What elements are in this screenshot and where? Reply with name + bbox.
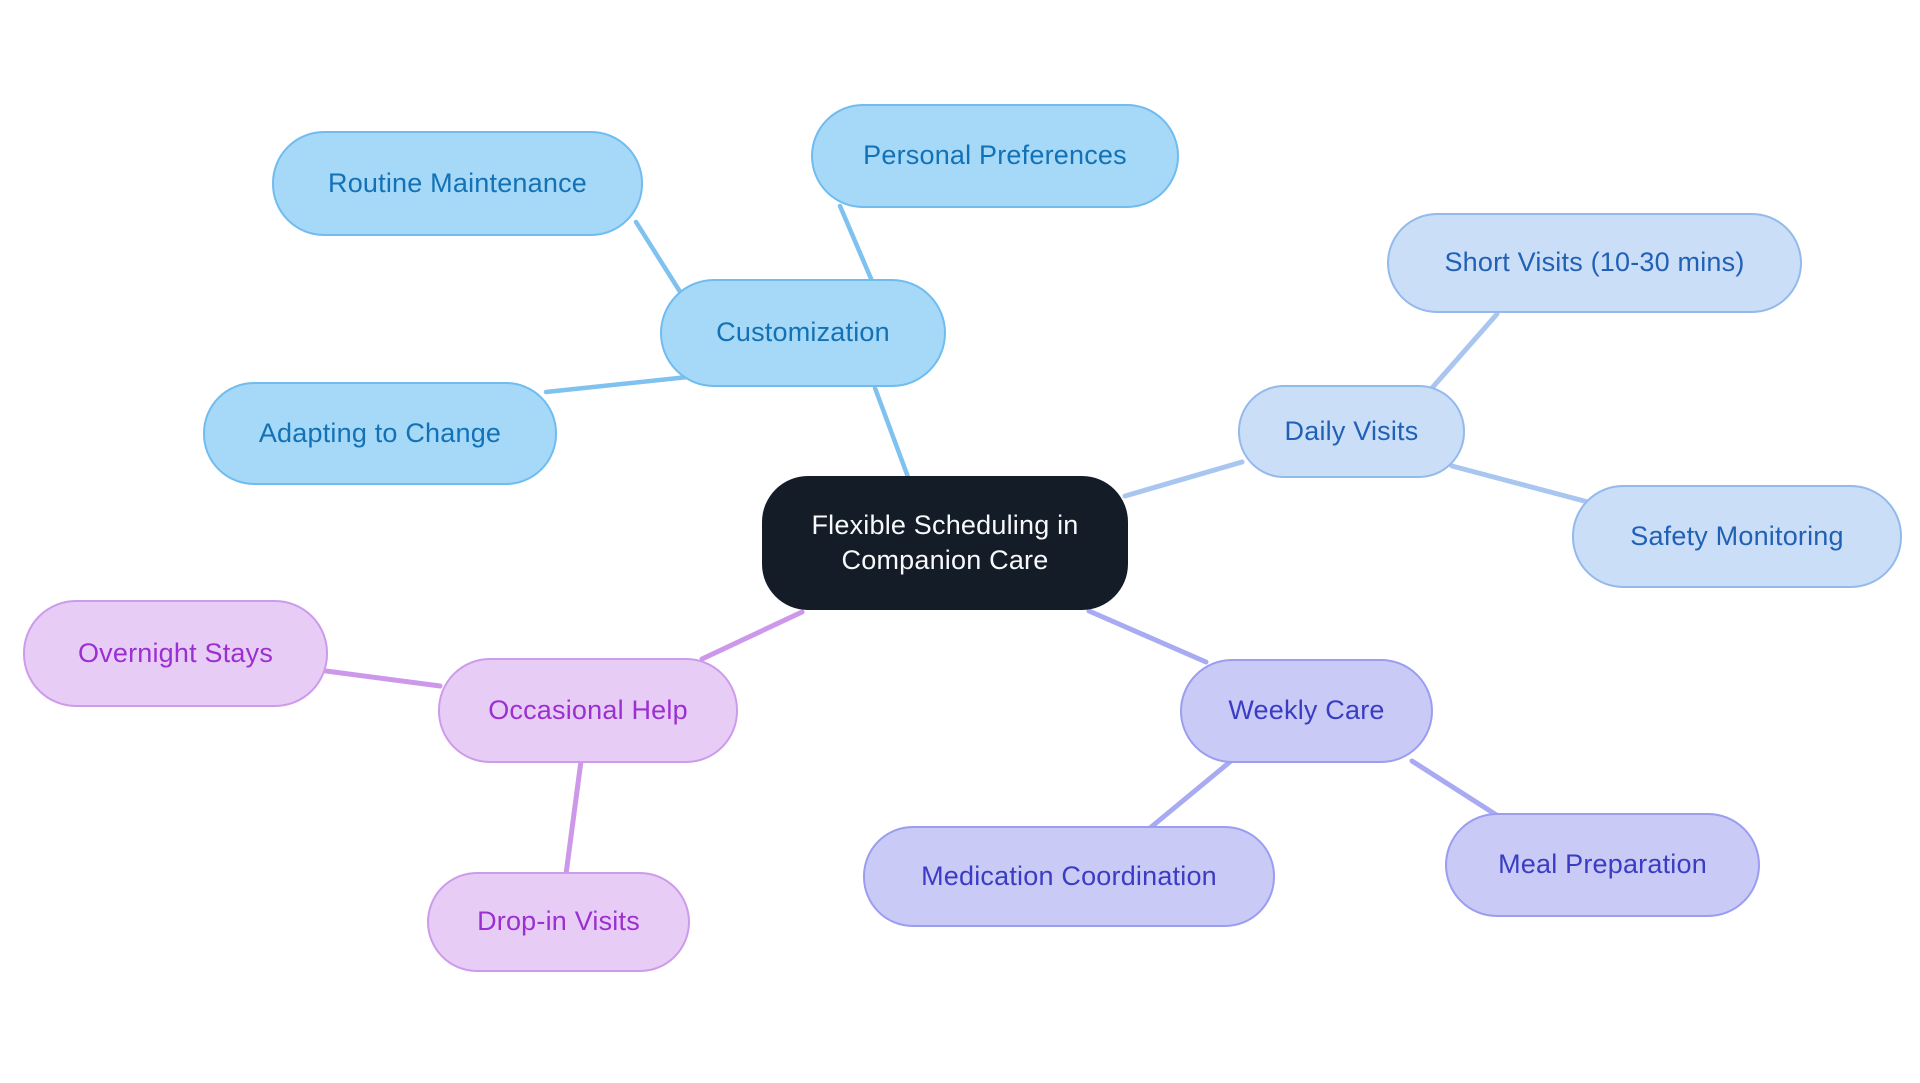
node-overnight-stays[interactable]: Overnight Stays: [23, 600, 328, 707]
node-daily-visits-label: Daily Visits: [1284, 415, 1419, 446]
node-drop-in-visits-label: Drop-in Visits: [477, 906, 640, 937]
node-safety-monitoring-label: Safety Monitoring: [1630, 520, 1844, 551]
node-medication-coordination-label: Medication Coordination: [921, 860, 1217, 891]
node-routine-maintenance-label: Routine Maintenance: [328, 167, 587, 198]
node-medication-coordination[interactable]: Medication Coordination: [863, 826, 1275, 927]
node-personal-preferences[interactable]: Personal Preferences: [811, 104, 1179, 208]
node-personal-preferences-label: Personal Preferences: [863, 140, 1127, 171]
edge-root-customization: [872, 385, 911, 480]
node-short-visits[interactable]: Short Visits (10-30 mins): [1387, 213, 1802, 313]
node-drop-in-visits[interactable]: Drop-in Visits: [427, 872, 690, 972]
node-weekly-care[interactable]: Weekly Care: [1180, 659, 1433, 763]
node-safety-monitoring[interactable]: Safety Monitoring: [1572, 485, 1902, 588]
edge-customization-personal-preferences: [837, 203, 875, 284]
node-occasional-help[interactable]: Occasional Help: [438, 658, 738, 763]
edge-occasional-help-drop-in-visits: [563, 758, 584, 877]
edge-occasional-help-overnight-stays: [323, 668, 443, 689]
node-adapting-to-change-label: Adapting to Change: [258, 417, 502, 448]
edge-weekly-care-medication-coordination: [1147, 758, 1234, 831]
node-adapting-to-change[interactable]: Adapting to Change: [203, 382, 557, 485]
edge-customization-adapting-to-change: [543, 374, 691, 395]
edge-customization-routine-maintenance: [633, 219, 687, 301]
node-meal-preparation[interactable]: Meal Preparation: [1445, 813, 1760, 917]
node-weekly-care-label: Weekly Care: [1228, 695, 1385, 726]
edge-root-occasional-help: [699, 609, 805, 662]
edge-root-daily-visits: [1122, 459, 1245, 499]
edge-root-weekly-care: [1086, 608, 1209, 665]
node-root[interactable]: Flexible Scheduling in Companion Care: [762, 476, 1128, 610]
edge-daily-visits-safety-monitoring: [1449, 463, 1591, 505]
node-root-label: Flexible Scheduling in Companion Care: [811, 509, 1079, 575]
node-short-visits-label: Short Visits (10-30 mins): [1444, 247, 1745, 278]
node-routine-maintenance[interactable]: Routine Maintenance: [272, 131, 643, 236]
node-customization[interactable]: Customization: [660, 279, 946, 387]
node-meal-preparation-label: Meal Preparation: [1498, 849, 1707, 880]
node-overnight-stays-label: Overnight Stays: [77, 637, 274, 668]
node-customization-label: Customization: [716, 317, 890, 348]
edge-daily-visits-short-visits: [1429, 311, 1500, 391]
node-daily-visits[interactable]: Daily Visits: [1238, 385, 1465, 478]
edge-weekly-care-meal-preparation: [1409, 758, 1501, 819]
node-occasional-help-label: Occasional Help: [488, 694, 688, 725]
